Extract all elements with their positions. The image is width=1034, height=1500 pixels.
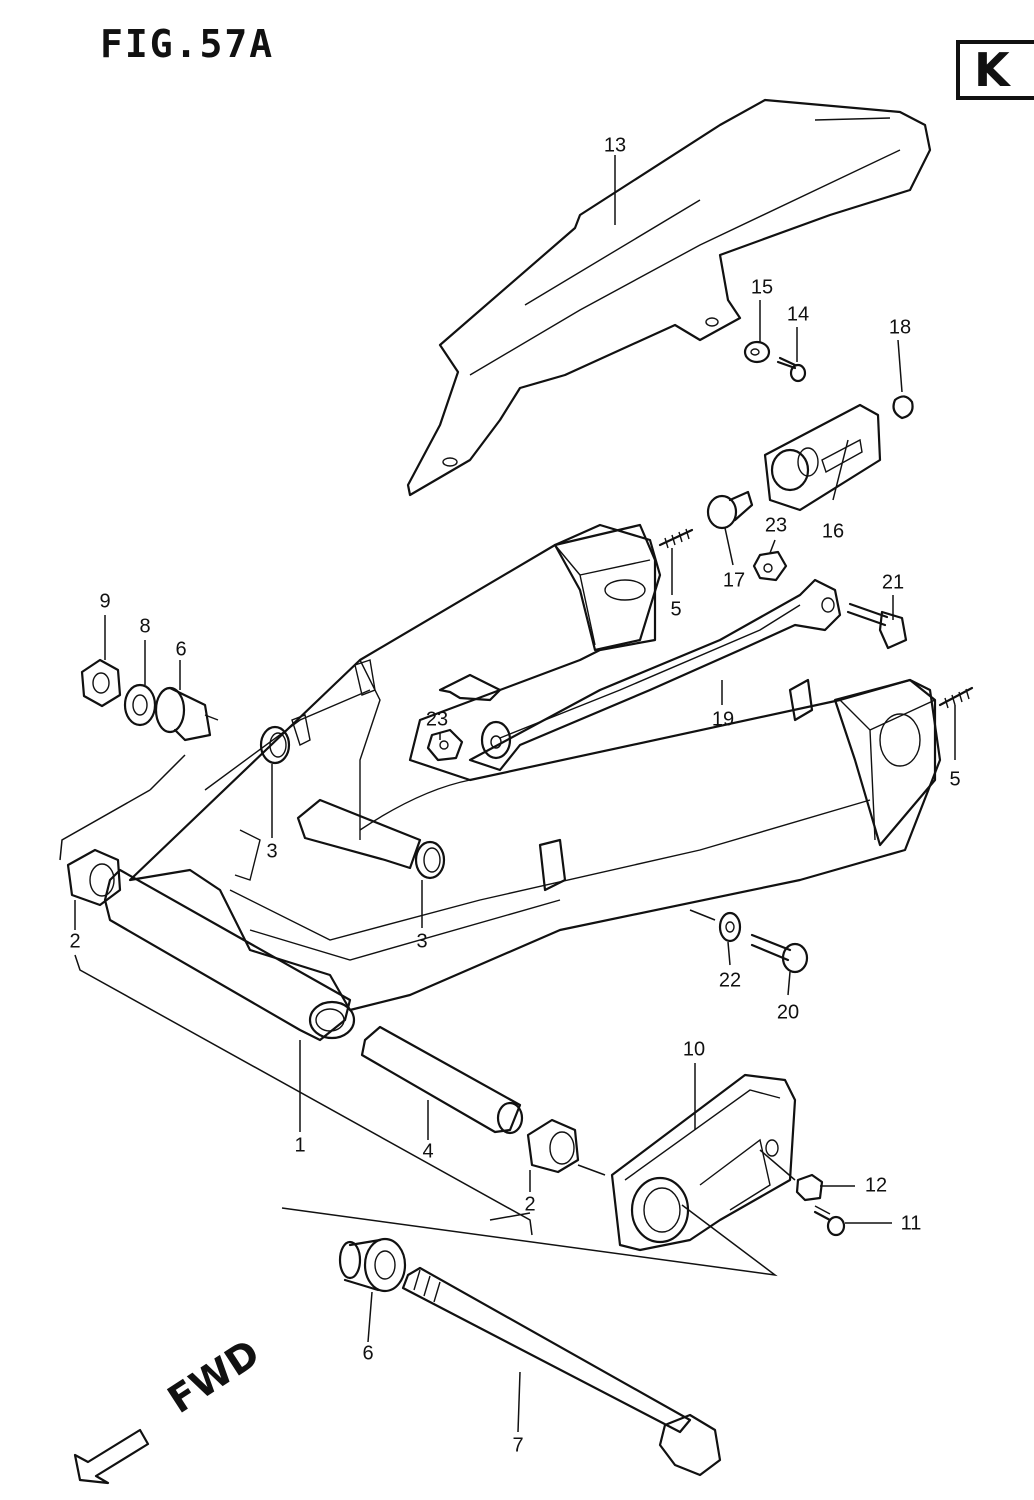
screw-part-11 (813, 1205, 846, 1237)
callout-4: 4 (422, 1140, 434, 1163)
callout-15: 15 (750, 276, 774, 299)
forward-arrow-icon (73, 1428, 150, 1485)
needle-bearing-part-3-right (414, 840, 446, 880)
torque-link-part-19 (468, 578, 842, 772)
chain-adjuster-part-16 (763, 403, 882, 512)
model-tag-box: K (956, 40, 1034, 100)
callout-20: 20 (776, 1001, 800, 1024)
nut-part-23-upper (752, 550, 788, 582)
callout-16: 16 (821, 520, 845, 543)
callout-17: 17 (722, 569, 746, 592)
chain-buffer-part-10 (610, 1073, 797, 1252)
swingarm-part-1 (103, 523, 942, 1042)
bolt-part-20 (750, 933, 809, 974)
callout-6-lower: 6 (362, 1342, 374, 1365)
callout-2-left: 2 (69, 930, 81, 953)
callout-7: 7 (512, 1434, 524, 1457)
adjuster-bolt-part-5-upper (658, 528, 694, 549)
callout-21: 21 (881, 571, 905, 594)
spacer-pipe-part-4 (360, 1025, 524, 1135)
leader-lines (74, 155, 956, 1433)
adjuster-bolt-part-5-lower (938, 686, 974, 709)
figure-title: FIG.57A (100, 22, 275, 66)
callout-9: 9 (99, 590, 111, 613)
callout-1: 1 (294, 1134, 306, 1157)
spacer-part-6-upper (154, 686, 219, 742)
washer-part-15 (743, 340, 771, 364)
callout-3-left: 3 (266, 840, 278, 863)
clip-part-18 (892, 395, 914, 420)
assembly-guide-lines (59, 754, 778, 1277)
bolt-part-21 (846, 602, 908, 650)
model-tag-label: K (974, 43, 1010, 97)
chain-case-part-13 (406, 98, 932, 497)
bushing-part-2-left (66, 848, 122, 907)
callout-22: 22 (718, 969, 742, 992)
callout-14: 14 (786, 303, 810, 326)
bolt-part-17 (706, 490, 754, 530)
callout-10: 10 (682, 1038, 706, 1061)
callout-11: 11 (900, 1212, 922, 1235)
nut-part-9 (80, 658, 122, 708)
callout-13: 13 (603, 134, 627, 157)
callout-23-lower: 23 (425, 708, 449, 731)
washer-part-22 (718, 911, 742, 943)
spacer-part-6-lower (338, 1237, 407, 1293)
nut-part-23-lower (426, 728, 464, 762)
callout-18: 18 (888, 316, 912, 339)
callout-5-lower: 5 (949, 768, 961, 791)
callout-23-upper: 23 (764, 514, 788, 537)
bolt-part-14 (776, 356, 807, 383)
bushing-part-2-right (526, 1118, 580, 1174)
callout-8: 8 (139, 615, 151, 638)
collar-part-12 (795, 1173, 824, 1202)
washer-part-8 (123, 683, 157, 727)
callout-12: 12 (864, 1174, 888, 1197)
callout-19: 19 (711, 708, 735, 731)
callout-6-upper: 6 (175, 638, 187, 661)
callout-3-right: 3 (416, 930, 428, 953)
pivot-shaft-part-7 (401, 1266, 722, 1477)
callout-2-right: 2 (524, 1193, 536, 1216)
needle-bearing-part-3-left (259, 725, 291, 765)
callout-5-upper: 5 (670, 598, 682, 621)
